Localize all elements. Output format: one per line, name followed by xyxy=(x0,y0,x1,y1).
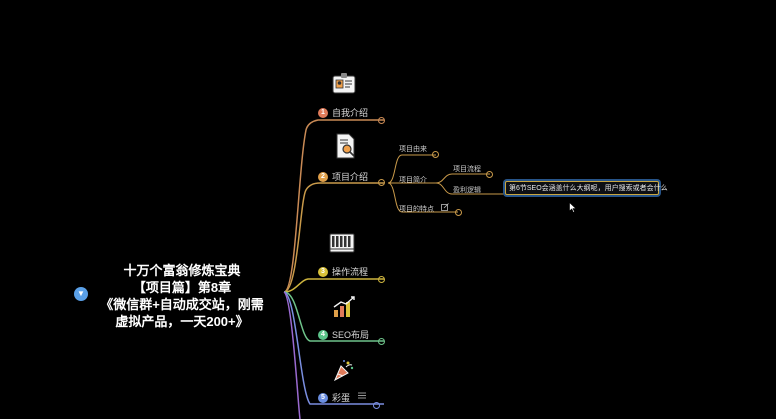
party-popper-icon xyxy=(331,357,357,383)
branch-label-1: 自我介绍 xyxy=(332,108,369,118)
project-child-features[interactable]: 项目的特点 xyxy=(399,206,434,213)
expand-dot-flow[interactable] xyxy=(486,171,493,178)
branch-node-4[interactable]: 4 SEO布局 xyxy=(318,328,369,341)
branch-number-1: 1 xyxy=(318,107,328,118)
project-child-intro[interactable]: 项目简介 xyxy=(399,177,427,184)
expand-dot-features[interactable] xyxy=(455,209,462,216)
branch-label-4: SEO布局 xyxy=(332,330,370,340)
note-lines-icon[interactable] xyxy=(358,392,366,399)
branch-number-2: 2 xyxy=(318,171,328,182)
id-card-icon xyxy=(331,70,357,96)
root-node[interactable]: 十万个富翁修炼宝典 【项目篇】第8章 《微信群+自动成交站，刚需 虚拟产品，一天… xyxy=(94,262,270,330)
root-line-2: 【项目篇】第8章 xyxy=(132,280,232,295)
branch-number-5: 5 xyxy=(318,392,328,403)
expand-dot-3[interactable] xyxy=(378,276,385,283)
root-line-4: 虚拟产品，一天200+》 xyxy=(115,314,249,329)
piano-keys-icon xyxy=(329,230,355,256)
expand-dot-5[interactable] xyxy=(373,402,380,409)
project-child-origin[interactable]: 项目由来 xyxy=(399,146,427,153)
expand-dot-2[interactable] xyxy=(378,179,385,186)
project-grandchild-profit[interactable]: 盈利逻辑 xyxy=(453,187,481,194)
project-grandchild-flow[interactable]: 项目流程 xyxy=(453,166,481,173)
branch-number-4: 4 xyxy=(318,329,328,340)
root-line-1: 十万个富翁修炼宝典 xyxy=(123,263,241,278)
edit-note-icon[interactable] xyxy=(441,203,449,211)
bar-chart-icon xyxy=(331,294,357,320)
branch-label-3: 操作流程 xyxy=(332,267,369,277)
branch-label-5: 彩蛋 xyxy=(332,393,351,403)
branch-node-5[interactable]: 5 彩蛋 xyxy=(318,391,350,404)
branch-number-3: 3 xyxy=(318,266,328,277)
branch-node-1[interactable]: 1 自我介绍 xyxy=(318,106,368,119)
branch-node-2[interactable]: 2 项目介绍 xyxy=(318,170,368,183)
note-tooltip: 第6节SEO会涵盖什么大纲呢，用户搜索或者会什么 xyxy=(505,181,668,195)
expand-dot-origin[interactable] xyxy=(432,151,439,158)
expand-dot-1[interactable] xyxy=(378,117,385,124)
branch-node-3[interactable]: 3 操作流程 xyxy=(318,265,368,278)
document-search-icon xyxy=(333,133,359,159)
mouse-cursor-icon xyxy=(569,201,577,213)
collapse-toggle-icon[interactable]: ▼ xyxy=(74,287,88,301)
root-line-3: 《微信群+自动成交站，刚需 xyxy=(100,297,264,312)
expand-dot-4[interactable] xyxy=(378,338,385,345)
branch-label-2: 项目介绍 xyxy=(332,172,369,182)
